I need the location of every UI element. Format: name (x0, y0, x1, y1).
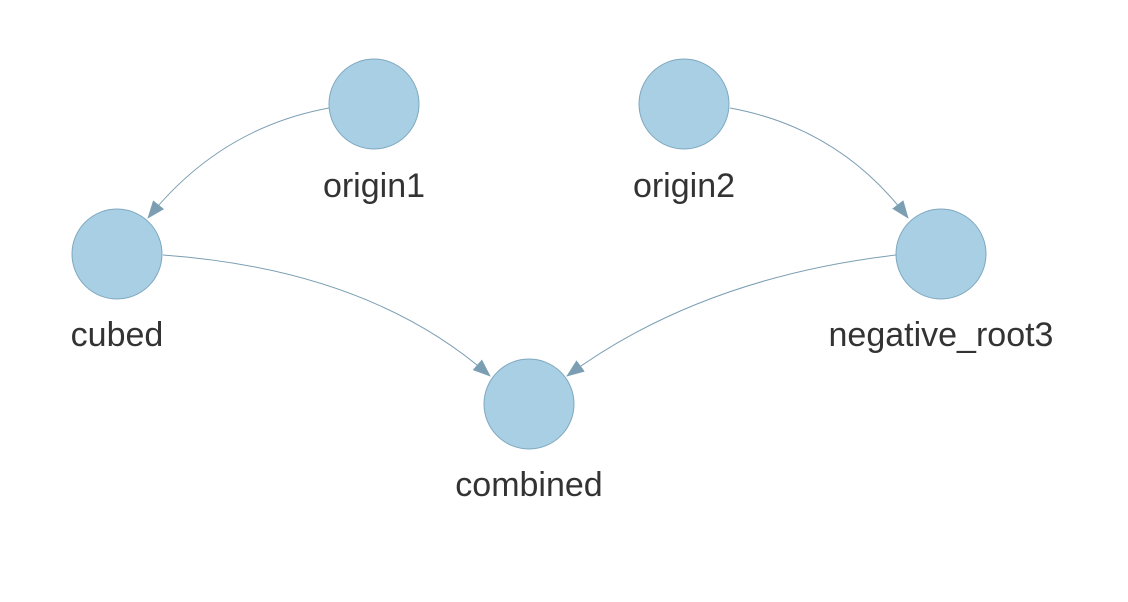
node-origin2-circle (638, 58, 730, 150)
edge-origin1-to-cubed (147, 107, 330, 219)
node-origin2-label: origin2 (633, 167, 735, 205)
node-cubed-circle (71, 208, 163, 300)
edge-origin2-to-negative_root3 (729, 107, 909, 219)
node-origin1[interactable]: origin1 (323, 58, 425, 205)
node-negative_root3-circle (895, 208, 987, 300)
node-origin1-label: origin1 (323, 167, 425, 205)
node-combined-circle (483, 358, 575, 450)
edge-negative_root3-to-combined (566, 254, 897, 377)
node-negative_root3-label: negative_root3 (829, 316, 1054, 354)
node-negative_root3[interactable]: negative_root3 (829, 208, 1054, 354)
node-origin2[interactable]: origin2 (633, 58, 735, 205)
node-combined-label: combined (455, 466, 602, 504)
node-combined[interactable]: combined (455, 358, 603, 504)
nodes: origin1 origin2 cubed negative_root3 com… (71, 58, 1054, 504)
node-cubed-label: cubed (71, 316, 164, 354)
node-origin1-circle (328, 58, 420, 150)
edges (147, 107, 909, 377)
edge-cubed-to-combined (162, 254, 491, 377)
node-cubed[interactable]: cubed (71, 208, 164, 354)
